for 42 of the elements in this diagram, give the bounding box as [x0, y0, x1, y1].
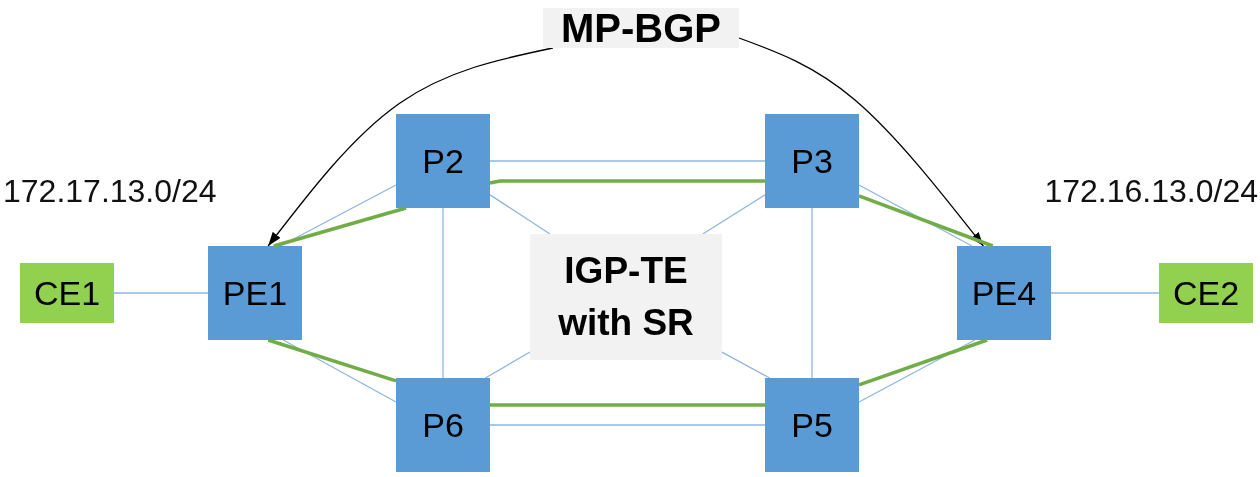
node-label: IGP-TE with SR [557, 249, 695, 345]
highlighted-path [490, 403, 765, 407]
router-box [765, 378, 859, 472]
link-line [282, 339, 397, 403]
node-label: P6 [422, 408, 464, 442]
subnet-label: 172.17.13.0/24 [3, 175, 217, 207]
link-line [811, 207, 813, 379]
node-label: CE2 [1172, 276, 1240, 310]
link-line [1050, 292, 1160, 294]
link-line [113, 292, 209, 294]
subnet-label: 172.16.13.0/24 [1044, 175, 1258, 207]
router-box [396, 378, 490, 472]
highlighted-path [858, 194, 994, 248]
device-box [20, 263, 114, 323]
link-line [489, 194, 551, 235]
curved-arrow [738, 37, 984, 247]
router-box [957, 246, 1051, 340]
node-label: PE1 [222, 276, 288, 310]
highlighted-path [489, 179, 765, 185]
highlighted-path [273, 206, 407, 248]
router-box [396, 114, 490, 208]
link-line [702, 194, 766, 235]
protocol-box [530, 234, 722, 360]
curved-arrow [267, 47, 554, 247]
node-label: CE1 [33, 276, 101, 310]
router-box [208, 246, 302, 340]
highlighted-path [858, 338, 988, 387]
link-line [442, 207, 444, 379]
node-label: P5 [791, 408, 833, 442]
link-line [721, 351, 771, 379]
node-label: P2 [422, 144, 464, 178]
router-box [765, 114, 859, 208]
device-box [1159, 263, 1253, 323]
node-label: P3 [791, 144, 833, 178]
node-label: MP-BGP [561, 8, 721, 48]
node-label: PE4 [971, 276, 1037, 310]
link-line [279, 184, 397, 247]
link-line [489, 424, 766, 426]
highlighted-path [267, 338, 397, 383]
link-line [484, 351, 531, 379]
protocol-box [543, 8, 739, 48]
link-line [489, 160, 766, 162]
